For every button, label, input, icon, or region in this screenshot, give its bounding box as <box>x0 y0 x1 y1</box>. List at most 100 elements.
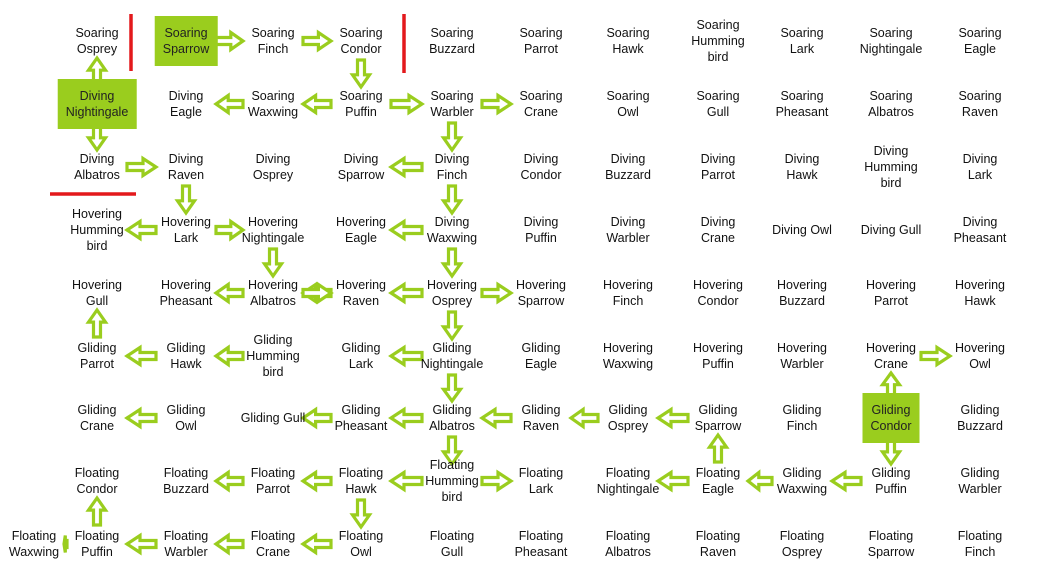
arrow-3 <box>300 92 333 116</box>
arrow-7 <box>440 121 464 153</box>
arrow-25 <box>213 469 245 493</box>
arrow-47 <box>261 247 285 279</box>
arrow-4 <box>213 92 245 116</box>
arrow-12 <box>388 281 424 305</box>
arrow-23 <box>480 469 514 493</box>
arrow-15 <box>480 281 514 305</box>
arrow-29 <box>124 532 158 556</box>
arrow-37 <box>829 469 863 493</box>
arrow-14 <box>213 281 245 305</box>
arrow-28 <box>213 532 245 556</box>
arrow-36 <box>745 469 774 493</box>
arrow-21 <box>440 435 464 467</box>
arrow-27 <box>300 532 333 556</box>
arrow-50 <box>124 344 158 368</box>
arrow-35 <box>655 469 690 493</box>
arrow-5 <box>389 92 425 116</box>
arrow-1 <box>301 29 334 53</box>
arrow-26 <box>349 498 373 530</box>
arrow-43 <box>125 155 159 179</box>
arrow-19 <box>388 406 424 430</box>
arrow-31 <box>479 406 513 430</box>
arrow-9 <box>440 184 464 216</box>
arrow-46 <box>214 218 246 242</box>
arrow-52 <box>124 406 158 430</box>
arrow-48 <box>301 281 334 305</box>
arrow-44 <box>174 184 198 216</box>
arrow-49 <box>213 344 245 368</box>
arrow-30 <box>62 535 69 553</box>
